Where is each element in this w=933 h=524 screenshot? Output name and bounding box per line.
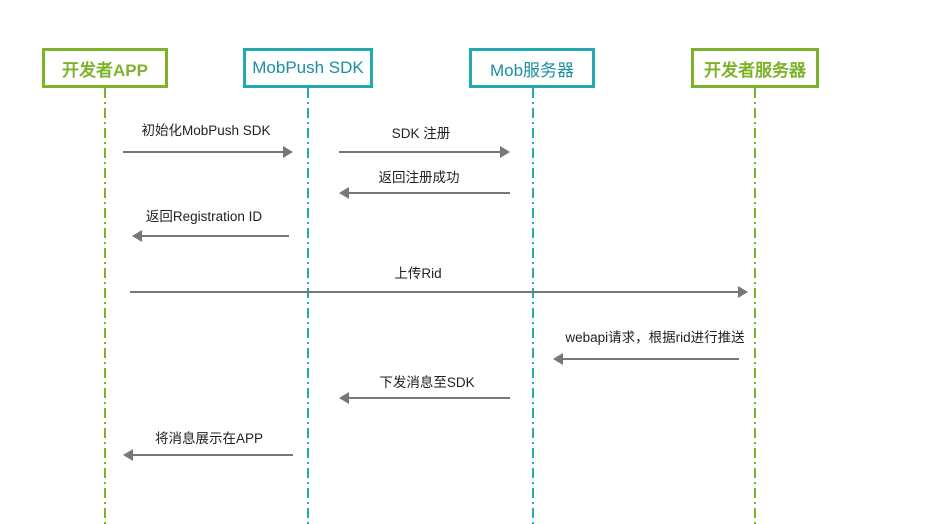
message-arrow	[130, 286, 748, 298]
message-arrow	[123, 449, 293, 461]
actor-label: 开发者服务器	[704, 60, 806, 80]
message-label: SDK 注册	[391, 126, 451, 141]
message-label: 下发消息至SDK	[379, 375, 475, 390]
message-arrow	[553, 353, 739, 365]
message-arrow	[123, 146, 293, 158]
message-label: 返回Registration ID	[145, 209, 263, 224]
message-arrow	[132, 230, 289, 242]
actor-mobpush-sdk: MobPush SDK	[243, 48, 373, 88]
message-arrow	[339, 392, 510, 404]
message-label: 将消息展示在APP	[154, 431, 264, 446]
message-label: 返回注册成功	[378, 170, 460, 185]
message-label: webapi请求，根据rid进行推送	[565, 330, 745, 345]
message-label: 上传Rid	[394, 266, 442, 281]
actor-label: 开发者APP	[62, 60, 148, 80]
actor-label: Mob服务器	[489, 60, 575, 80]
message-arrow	[339, 146, 510, 158]
actor-label: MobPush SDK	[252, 58, 364, 77]
message-label: 初始化MobPush SDK	[141, 123, 271, 138]
actor-mob-server: Mob服务器	[469, 48, 595, 88]
message-arrow	[339, 187, 510, 199]
actor-developer-app: 开发者APP	[42, 48, 168, 88]
actor-developer-server: 开发者服务器	[691, 48, 819, 88]
